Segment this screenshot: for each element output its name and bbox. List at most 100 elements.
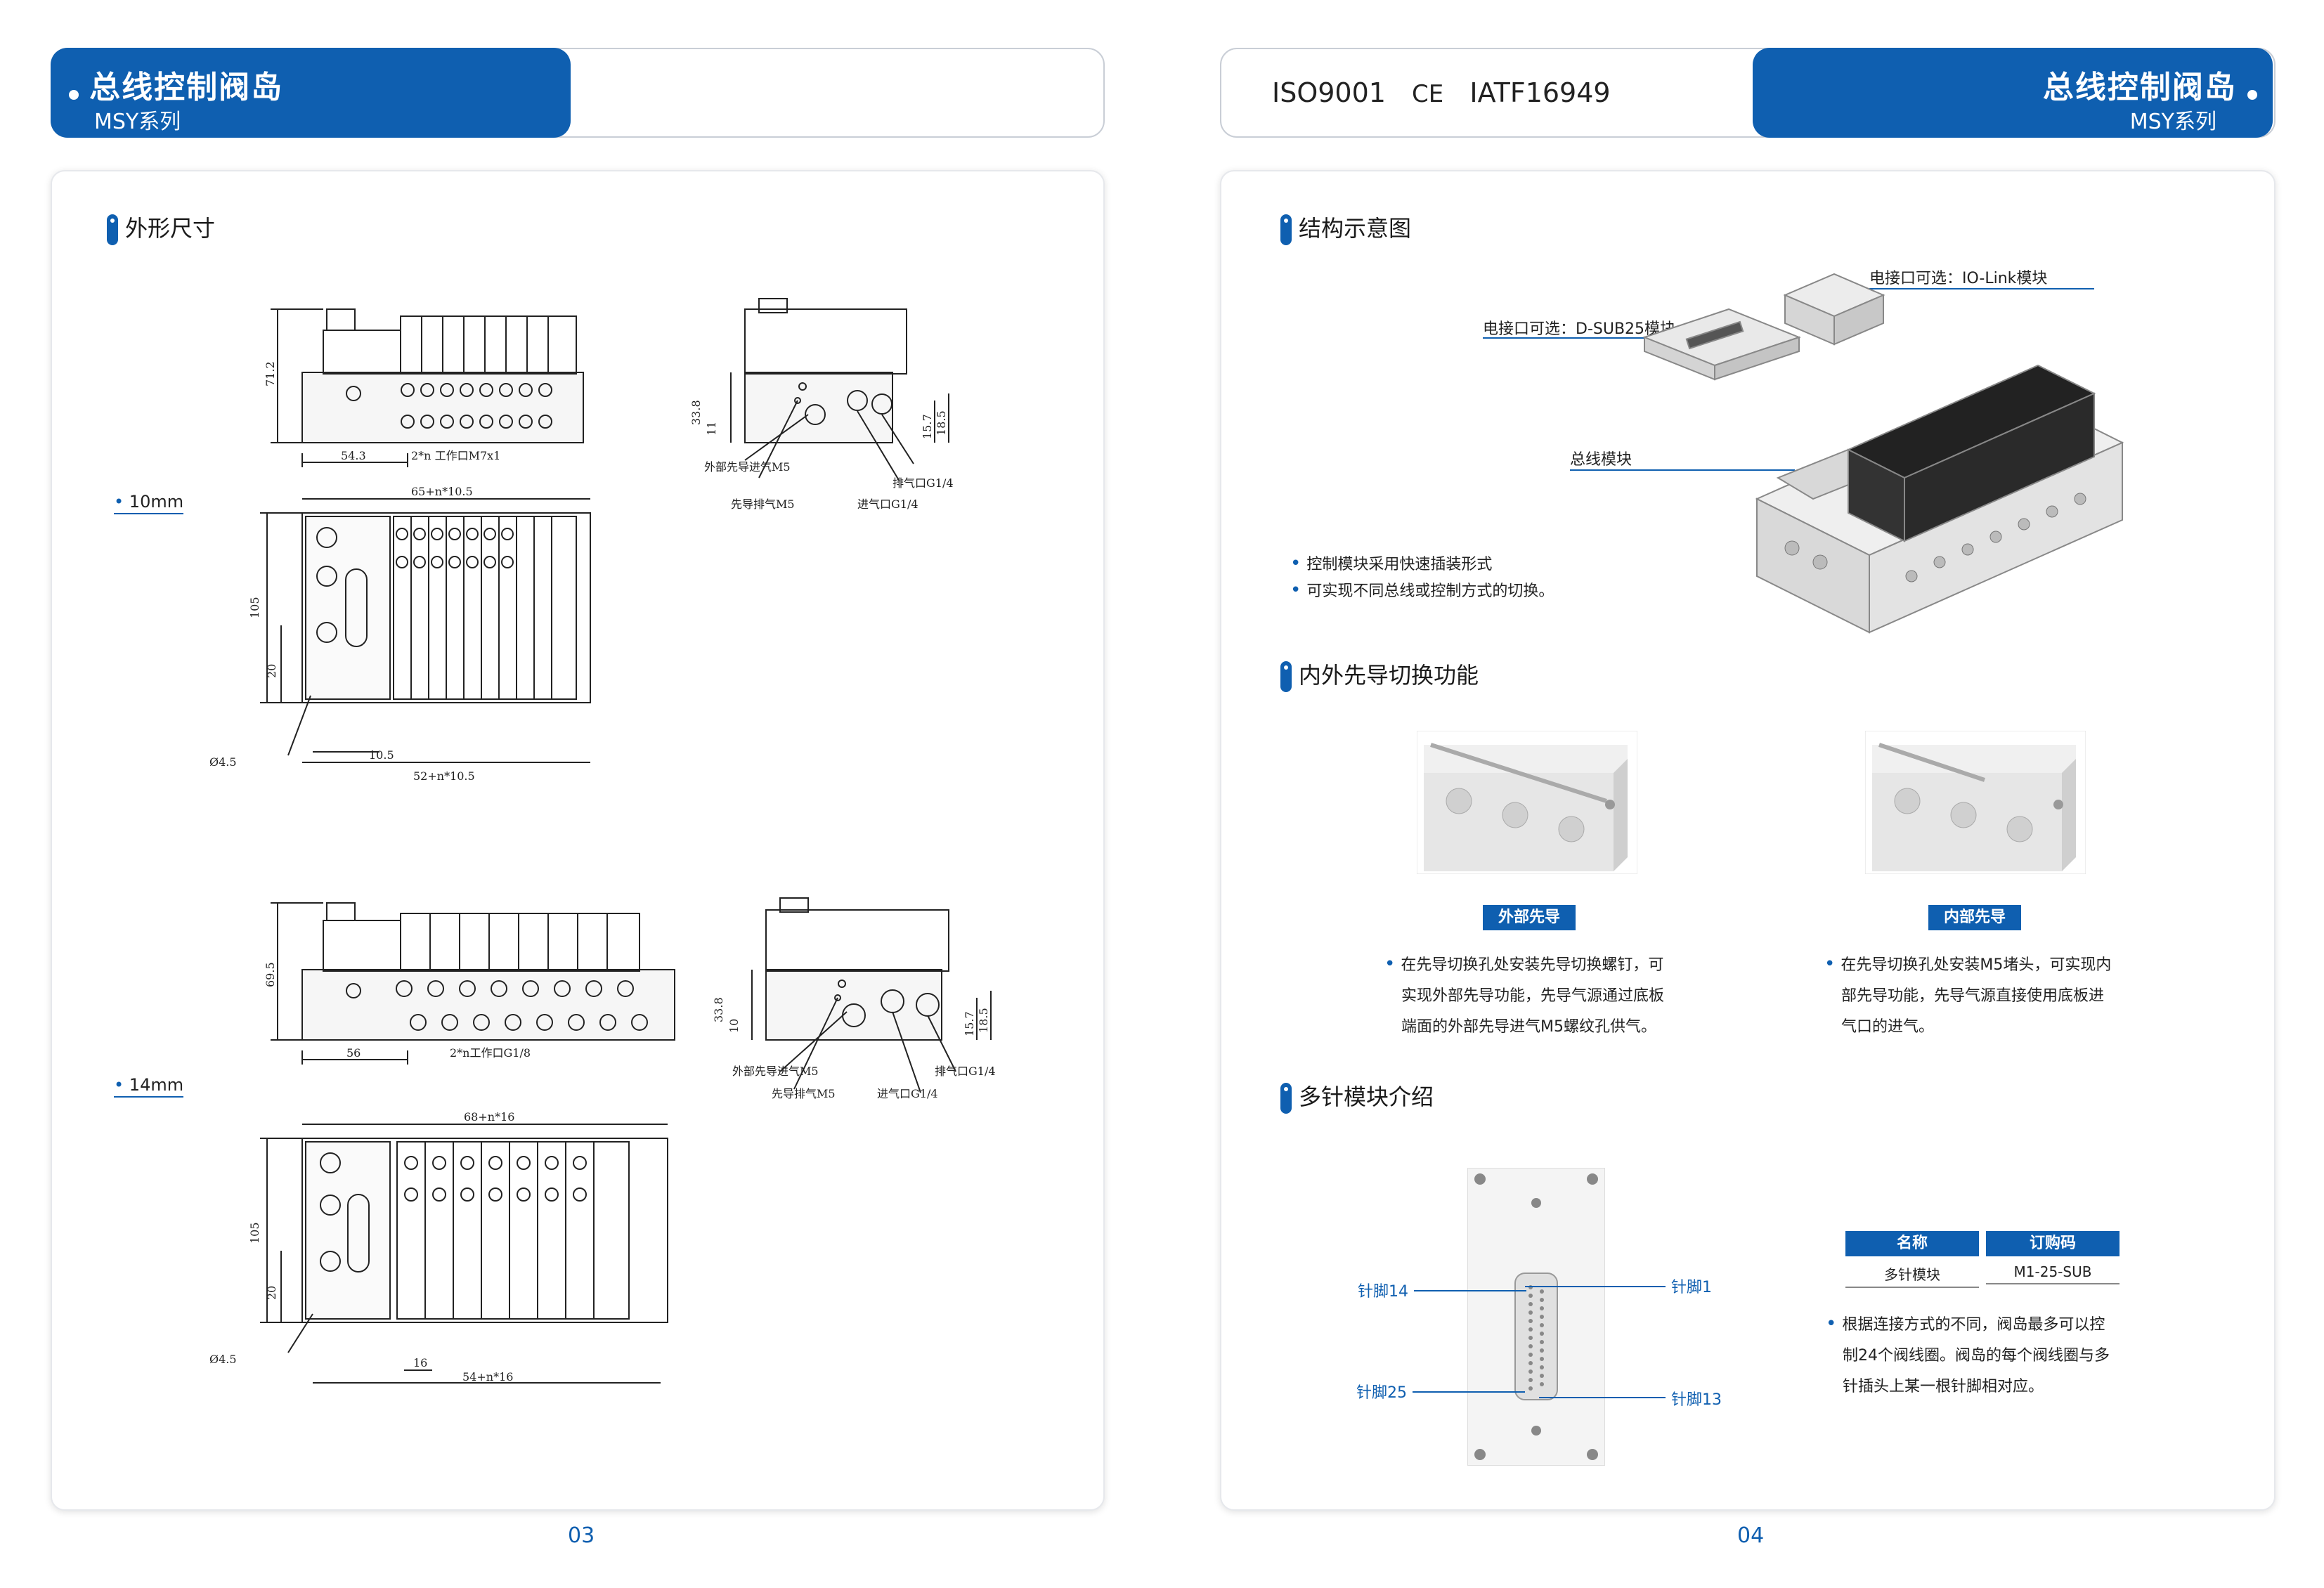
- cert-ce: CE: [1412, 80, 1444, 108]
- external-pilot-line-1: 在先导切换孔处安装先导切换螺钉，可: [1401, 956, 1664, 974]
- structure-note-2: •可实现不同总线或控制方式的切换。: [1290, 580, 1554, 601]
- dim-offset-1: 54.3: [341, 449, 366, 462]
- section-pilot: 内外先导切换功能: [1280, 658, 1479, 692]
- callout-iolink-line: [1869, 288, 2094, 289]
- external-pilot-image: [1417, 731, 1637, 874]
- dim-top-h20-1: 20: [265, 664, 278, 678]
- cert-iso: ISO9001: [1272, 77, 1386, 108]
- dim-top-width-2: 68+n*16: [464, 1110, 514, 1124]
- right-header-subtitle: MSY系列: [2129, 110, 2216, 134]
- dim-hole-1: Ø4.5: [209, 755, 237, 769]
- internal-pilot-line-1: 在先导切换孔处安装M5堵头，可实现内: [1841, 956, 2112, 974]
- size-label-10mm: • 10mm: [114, 492, 184, 514]
- dim-top-width-1: 65+n*10.5: [411, 485, 473, 498]
- page-number-right: 04: [1737, 1523, 1765, 1548]
- internal-pilot-line-2: 部先导功能，先导气源直接使用底板进: [1841, 987, 2105, 1005]
- section-structure-title: 结构示意图: [1299, 215, 1412, 242]
- dim-pitch-2: 16: [413, 1356, 427, 1369]
- bullet-dot-icon: [2247, 89, 2257, 100]
- dim-ports-1: 2*n 工作口M7x1: [411, 449, 500, 462]
- section-multipin-title: 多针模块介绍: [1299, 1083, 1434, 1110]
- cert-row: ISO9001 CE IATF16949: [1272, 77, 1611, 108]
- pin-14-line: [1414, 1290, 1526, 1291]
- table-cell-order: M1-25-SUB: [1986, 1263, 2119, 1284]
- size-label-14mm: • 14mm: [114, 1075, 184, 1098]
- structure-notes: •控制模块采用快速插装形式 •可实现不同总线或控制方式的切换。: [1290, 548, 1554, 607]
- external-pilot-line-3: 端面的外部先导进气M5螺纹孔供气。: [1401, 1018, 1656, 1036]
- internal-pilot-line-3: 气口的进气。: [1841, 1018, 1935, 1036]
- section-marker-icon: [107, 214, 118, 245]
- label-pilot-ex-2: 先导排气M5: [772, 1087, 836, 1100]
- multipin-note-1: 根据连接方式的不同，阀岛最多可以控: [1842, 1316, 2105, 1334]
- dim-side-h2: 11: [705, 422, 718, 436]
- section-marker-icon: [1280, 1083, 1292, 1114]
- dim-side-h1: 33.8: [689, 400, 703, 425]
- dim-top-height-2: 105: [248, 1222, 261, 1244]
- drawing-14mm: 69.5 56 2*n工作口G1/8 33.8 10 15.7 18.5 外部先…: [209, 897, 996, 1384]
- dim-height-1: 71.2: [264, 361, 277, 386]
- callout-iolink: 电接口可选：IO-Link模块: [1869, 270, 2048, 287]
- label-inlet-2: 进气口G1/4: [877, 1087, 938, 1100]
- section-dimensions-title: 外形尺寸: [125, 215, 216, 242]
- pin-13-label: 针脚13: [1671, 1391, 1722, 1409]
- multipin-note-2: 制24个阀线圈。阀岛的每个阀线圈与多: [1843, 1347, 2110, 1365]
- multipin-note-3: 针插头上某一根针脚相对应。: [1843, 1378, 2044, 1395]
- pin-25-label: 针脚25: [1356, 1384, 1407, 1402]
- dim-bottom-2: 54+n*16: [462, 1370, 513, 1384]
- right-header-bar: 总线控制阀岛 MSY系列: [1753, 48, 2273, 138]
- section-marker-icon: [1280, 214, 1292, 245]
- left-header-title: 总线控制阀岛: [89, 70, 284, 105]
- dim-top-h20-2: 20: [265, 1286, 278, 1300]
- pin-1-line: [1525, 1286, 1666, 1287]
- valve-island-illustration: [1642, 273, 2124, 634]
- internal-pilot-image: [1865, 731, 2086, 874]
- tag-external-pilot: 外部先导: [1483, 905, 1576, 930]
- dim-offset-2: 56: [346, 1046, 361, 1060]
- table-header-order: 订购码: [1986, 1231, 2119, 1256]
- label-ext-pilot-2: 外部先导进气M5: [732, 1065, 819, 1078]
- dim-top-height-1: 105: [248, 597, 261, 618]
- callout-dsub: 电接口可选：D-SUB25模块: [1483, 320, 1676, 338]
- dim-side-h3-2: 15.7: [963, 1011, 976, 1036]
- right-panel: [1220, 170, 2276, 1511]
- callout-bus: 总线模块: [1570, 451, 1632, 469]
- pin-25-line: [1413, 1391, 1525, 1393]
- section-dimensions: 外形尺寸: [107, 211, 215, 245]
- dim-side-h3: 15.7: [921, 414, 934, 439]
- page-number-left: 03: [568, 1523, 595, 1548]
- tag-internal-pilot: 内部先导: [1928, 905, 2021, 930]
- structure-note-1: •控制模块采用快速插装形式: [1290, 553, 1493, 574]
- callout-bus-line: [1570, 469, 1795, 471]
- section-structure: 结构示意图: [1280, 211, 1411, 245]
- dim-side-h4: 18.5: [935, 410, 948, 436]
- left-header-bar: 总线控制阀岛 MSY系列: [51, 48, 571, 138]
- dim-pitch-1: 10.5: [369, 748, 394, 762]
- pin-13-line: [1539, 1397, 1666, 1398]
- cert-iatf: IATF16949: [1469, 77, 1611, 108]
- label-exhaust-2: 排气口G1/4: [935, 1065, 996, 1078]
- callout-dsub-line: [1483, 337, 1729, 339]
- section-pilot-title: 内外先导切换功能: [1299, 662, 1479, 689]
- drawing-10mm: 71.2 54.3 2*n 工作口M7x1 33.8 11 15.7 18.5 …: [209, 298, 954, 783]
- dim-side-h4-2: 18.5: [977, 1008, 990, 1033]
- dim-bottom-1: 52+n*10.5: [413, 769, 475, 783]
- pin-14-label: 针脚14: [1358, 1283, 1408, 1301]
- left-header-subtitle: MSY系列: [94, 110, 181, 134]
- table-header-name: 名称: [1845, 1231, 1979, 1256]
- dim-ports-2: 2*n工作口G1/8: [450, 1046, 531, 1060]
- label-exhaust-1: 排气口G1/4: [892, 476, 954, 490]
- dim-hole-2: Ø4.5: [209, 1353, 237, 1366]
- section-multipin: 多针模块介绍: [1280, 1079, 1434, 1114]
- dim-side-h1-2: 33.8: [712, 997, 725, 1022]
- right-header-title-row: 总线控制阀岛: [2043, 62, 2257, 107]
- right-header-title: 总线控制阀岛: [2042, 70, 2237, 105]
- external-pilot-text: •在先导切换孔处安装先导切换螺钉，可 实现外部先导功能，先导气源通过底板 端面的…: [1384, 954, 1665, 1036]
- label-pilot-ex-1: 先导排气M5: [731, 497, 795, 511]
- left-header-title-row: 总线控制阀岛: [69, 62, 283, 107]
- multipin-module-image: [1467, 1168, 1605, 1466]
- dim-side-h2-2: 10: [727, 1019, 741, 1033]
- label-ext-pilot-1: 外部先导进气M5: [704, 460, 791, 474]
- table-cell-name: 多针模块: [1845, 1263, 1979, 1288]
- dim-height-2: 69.5: [264, 962, 277, 987]
- internal-pilot-text: •在先导切换孔处安装M5堵头，可实现内 部先导功能，先导气源直接使用底板进 气口…: [1824, 954, 2112, 1036]
